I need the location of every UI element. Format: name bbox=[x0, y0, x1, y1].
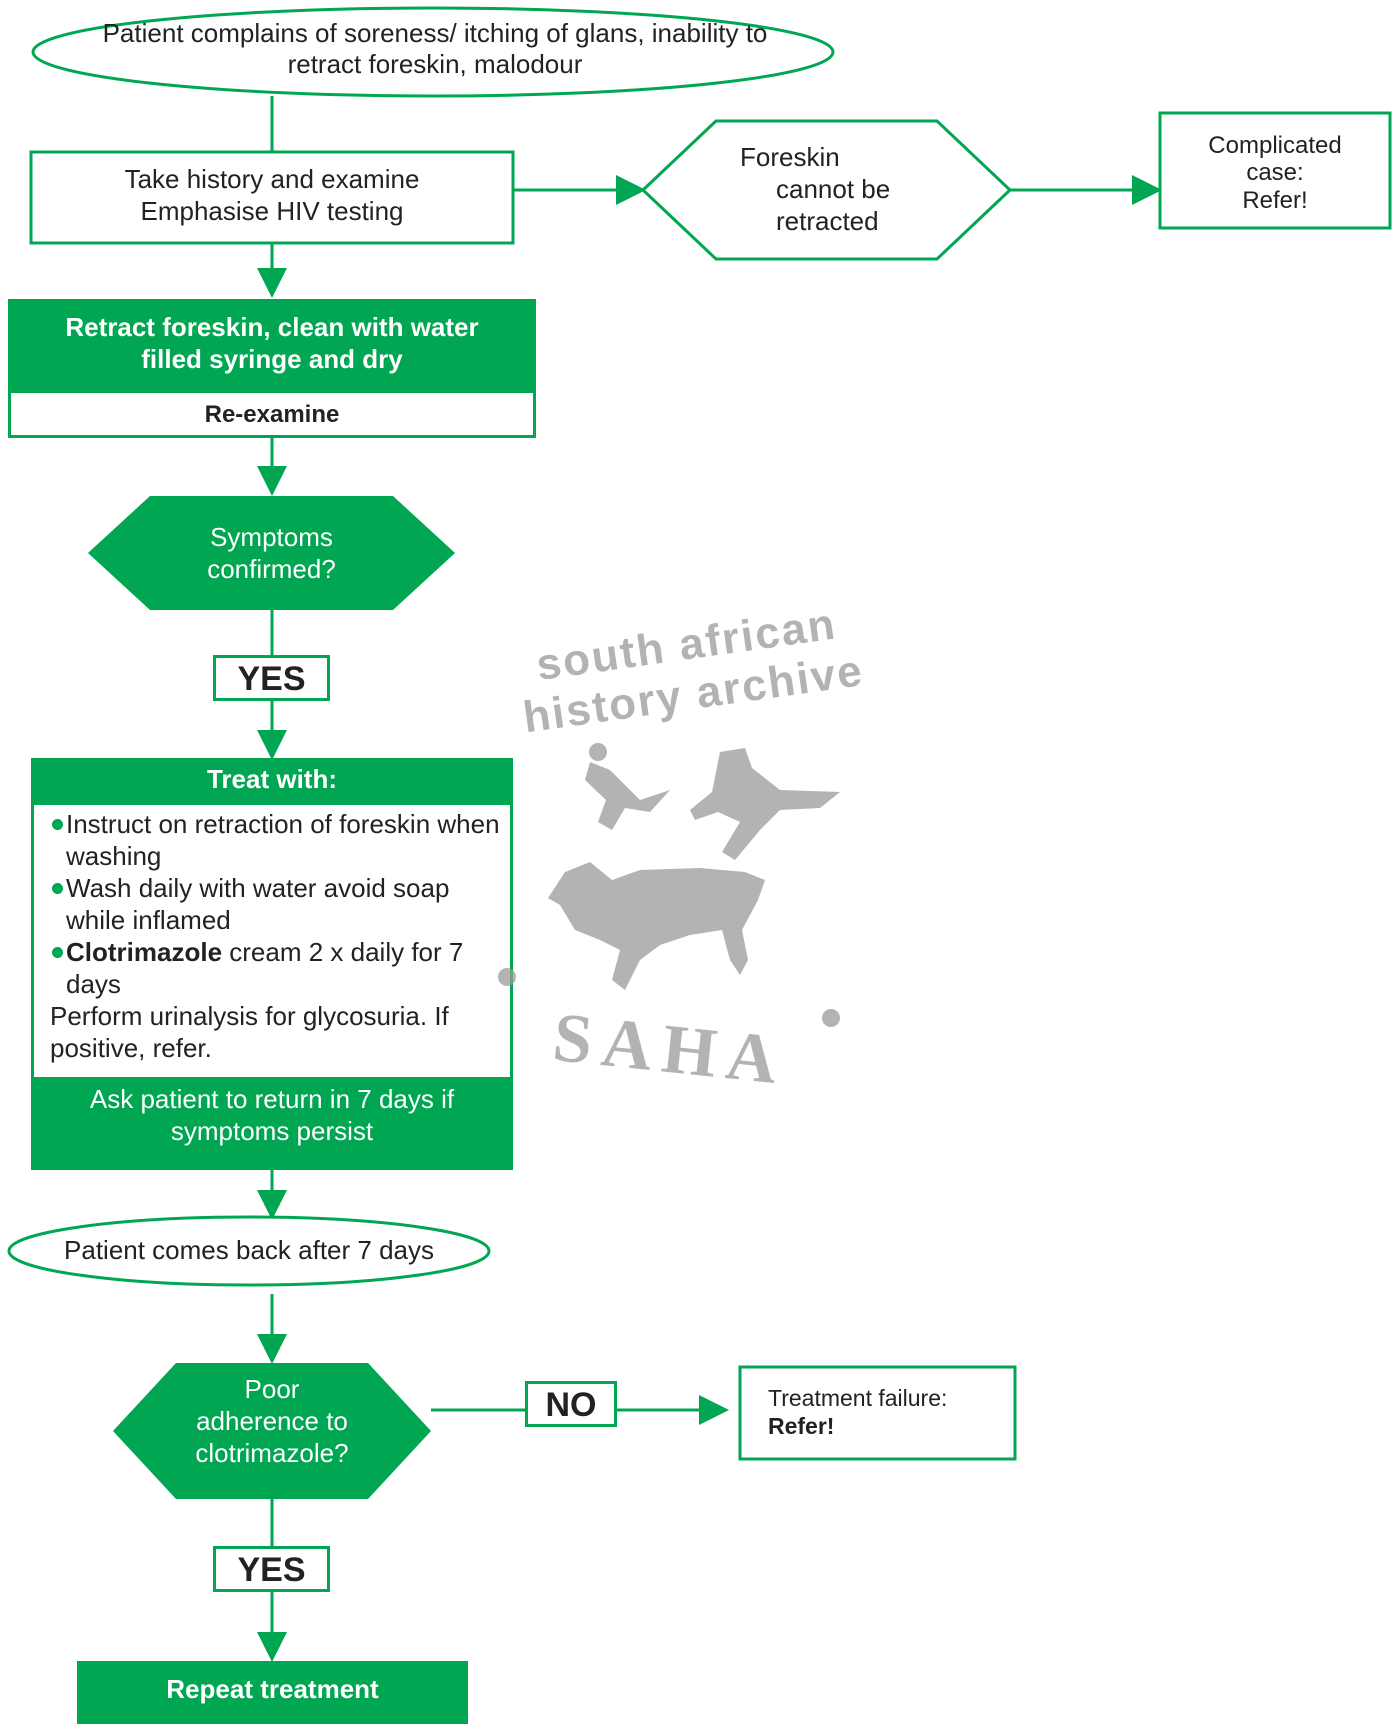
retract-line-2: filled syringe and dry bbox=[141, 344, 403, 374]
bullet-icon bbox=[52, 819, 63, 830]
foreskin-line-2: cannot be bbox=[776, 174, 891, 204]
repeat-box bbox=[77, 1661, 468, 1724]
treat-footer-line-1: Ask patient to return in 7 days if bbox=[89, 1084, 455, 1114]
complicated-line-3: Refer! bbox=[1242, 187, 1308, 214]
treat-item-3: Clotrimazole cream 2 x daily for 7 days bbox=[48, 936, 508, 1000]
treat-header-box bbox=[31, 758, 513, 804]
start-ellipse bbox=[31, 6, 835, 98]
watermark-dot-right bbox=[822, 1009, 840, 1027]
treat-footer-box bbox=[31, 1078, 513, 1170]
rock-art-icon bbox=[548, 743, 840, 990]
adherence-line-1: Poor bbox=[244, 1374, 300, 1404]
treat-list: Instruct on retraction of foreskin when … bbox=[48, 808, 508, 1064]
symptoms-line-1: Symptoms bbox=[210, 522, 333, 552]
no-label-box bbox=[525, 1381, 617, 1427]
adherence-hexagon bbox=[113, 1363, 431, 1499]
foreskin-line-3: retracted bbox=[776, 206, 879, 236]
history-line-1: Take history and examine bbox=[124, 164, 420, 194]
reexamine-box bbox=[8, 390, 536, 438]
retract-box bbox=[8, 299, 536, 392]
comeback-ellipse bbox=[7, 1215, 491, 1287]
complicated-line-1: Complicated bbox=[1208, 132, 1342, 159]
treat-urinalysis: Perform urinalysis for glycosuria. If po… bbox=[50, 1001, 449, 1063]
yes-label-box-1 bbox=[213, 655, 330, 701]
treat-item-1: Instruct on retraction of foreskin when … bbox=[48, 808, 508, 872]
comeback-label: Patient comes back after 7 days bbox=[64, 1235, 434, 1265]
treat-footer-line-2: symptoms persist bbox=[170, 1116, 374, 1146]
failure-box bbox=[738, 1365, 1017, 1461]
retract-line-1: Retract foreskin, clean with water bbox=[65, 312, 479, 342]
symptoms-line-2: confirmed? bbox=[207, 554, 336, 584]
treat-body-box bbox=[31, 802, 513, 1080]
repeat-label: Repeat treatment bbox=[166, 1674, 379, 1704]
symptoms-hexagon bbox=[88, 496, 455, 610]
yes-label-1: YES bbox=[237, 660, 306, 698]
yes-label-2: YES bbox=[237, 1551, 306, 1589]
drug-name: Clotrimazole bbox=[66, 937, 223, 967]
failure-line-2: Refer! bbox=[768, 1413, 835, 1439]
bullet-icon bbox=[52, 883, 63, 894]
foreskin-line-1: Foreskin bbox=[740, 142, 840, 172]
adherence-line-3: clotrimazole? bbox=[195, 1438, 349, 1468]
watermark-dot-left bbox=[498, 968, 516, 986]
start-label: Patient complains of soreness/ itching o… bbox=[102, 18, 768, 79]
treat-header: Treat with: bbox=[206, 764, 337, 794]
adherence-line-2: adherence to bbox=[196, 1406, 348, 1436]
reexamine-label: Re-examine bbox=[204, 401, 340, 428]
failure-line-1: Treatment failure: bbox=[768, 1385, 948, 1411]
history-line-2: Emphasise HIV testing bbox=[140, 196, 404, 226]
bullet-icon bbox=[52, 947, 63, 958]
no-label: NO bbox=[545, 1386, 597, 1424]
history-box bbox=[29, 150, 515, 245]
complicated-box bbox=[1158, 111, 1392, 230]
complicated-line-2: case: bbox=[1246, 159, 1304, 186]
treat-item-2: Wash daily with water avoid soap while i… bbox=[48, 872, 508, 936]
yes-label-box-2 bbox=[213, 1546, 330, 1592]
